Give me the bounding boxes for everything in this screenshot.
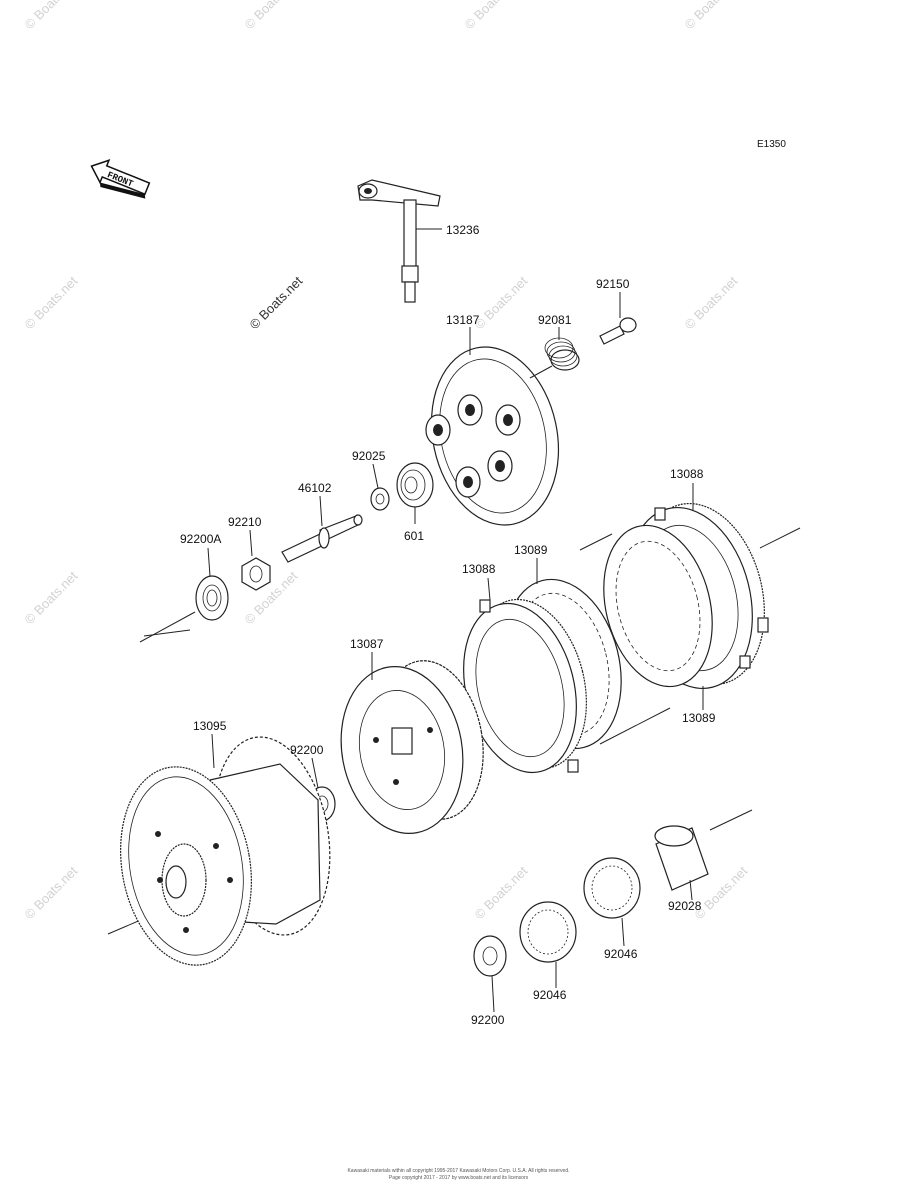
watermark: © Boats.net [472,273,531,332]
part-number-label: 92200 [471,1013,505,1027]
clutch-housing [120,733,331,966]
watermark: © Boats.net [22,273,81,332]
needle-bearing [583,857,641,947]
watermark: © Boats.net [682,0,741,32]
clutch-hub [340,652,484,834]
watermark: © Boats.net [682,273,741,332]
part-number-label: 13089 [514,543,548,557]
push-rod [281,495,363,563]
part-callouts: 13236 92150 13187 92081 92025 46102 601 … [180,223,716,1027]
part-number-label: 92210 [228,515,262,529]
thrust-washer [473,935,507,1013]
part-number-label: 601 [404,529,424,543]
steel-plate [603,524,713,710]
part-number-label: 92028 [668,899,702,913]
part-number-label: 92046 [533,988,567,1002]
axis-line [709,809,753,831]
clutch-spring [529,327,580,379]
axis-line [143,629,191,637]
part-number-label: 92081 [538,313,572,327]
part-number-label: 92046 [604,947,638,961]
friction-plate [463,577,587,774]
watermark: © Boats.net [472,863,531,922]
part-number-label: 92150 [596,277,630,291]
watermark: © Boats.net [247,273,306,332]
axis-line [139,611,196,643]
bolt [599,292,637,345]
part-number-label: 13236 [446,223,480,237]
part-number-label: 46102 [298,481,332,495]
watermark: © Boats.net [22,568,81,627]
copyright-line: Kawasaki materials within all copyright … [347,1168,570,1174]
needle-bearing [519,901,577,988]
lock-washer [195,547,229,621]
washer [370,463,390,511]
sleeve [654,825,709,901]
axis-line [579,533,613,551]
copyright-line: Page copyright 2017 - 2017 by www.boats.… [388,1175,529,1181]
part-number-label: 13088 [462,562,496,576]
part-number-label: 13187 [446,313,480,327]
watermark: © Boats.net [22,0,81,32]
part-number-label: 13088 [670,467,704,481]
part-number-label: 92200 [290,743,324,757]
front-arrow-icon: FRONT [90,159,151,199]
axis-line [759,527,801,549]
part-number-label: 92025 [352,449,386,463]
watermark: © Boats.net [242,0,301,32]
part-number-label: 13089 [682,711,716,725]
part-number-label: 13087 [350,637,384,651]
axis-line [599,707,671,745]
release-shaft [357,179,442,303]
part-number-label: 13095 [193,719,227,733]
watermark: © Boats.net [22,863,81,922]
pressure-plate [425,327,560,526]
part-number-label: 92200A [180,532,221,546]
watermark: © Boats.net [462,0,521,32]
reference-code: E1350 [757,139,786,150]
ball-bearing [396,462,434,524]
nut [241,529,271,591]
